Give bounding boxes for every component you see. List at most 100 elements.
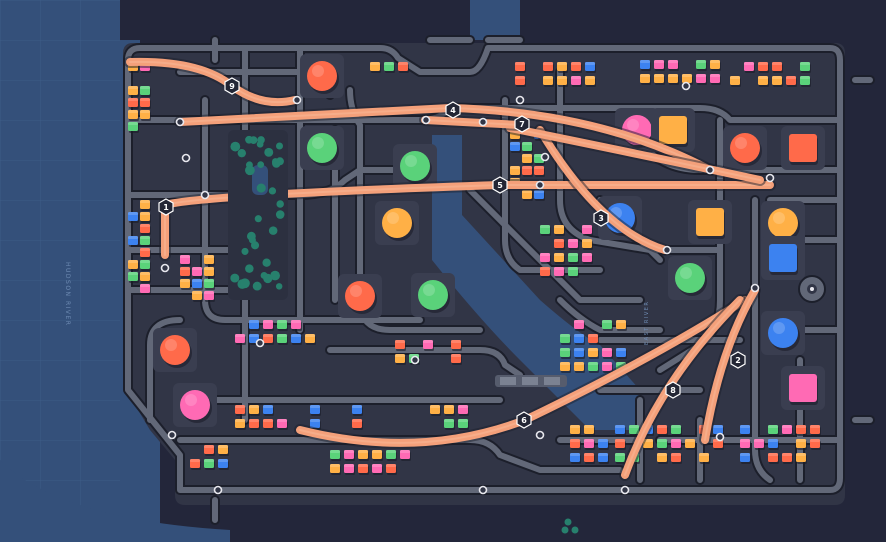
house (568, 239, 579, 250)
house (685, 439, 696, 450)
destination-square (688, 200, 732, 244)
house (204, 445, 215, 456)
house (574, 362, 585, 373)
house (263, 334, 274, 345)
house (344, 464, 355, 475)
house (140, 260, 151, 271)
house (554, 225, 565, 236)
roundabout-icon[interactable] (798, 275, 826, 303)
house (204, 279, 215, 290)
house (344, 450, 355, 461)
house (395, 340, 406, 351)
house (758, 62, 769, 73)
road-node (681, 81, 691, 91)
svg-text:3: 3 (598, 214, 604, 223)
house (710, 60, 721, 71)
house (796, 453, 807, 464)
house (140, 236, 151, 247)
house (204, 255, 215, 266)
road-node (255, 338, 265, 348)
house (568, 253, 579, 264)
house (570, 453, 581, 464)
house (235, 334, 246, 345)
house (249, 419, 260, 430)
house (395, 354, 406, 365)
road-node (750, 283, 760, 293)
house (277, 419, 288, 430)
house (372, 450, 383, 461)
motorway-marker-2: 2 (730, 351, 746, 369)
house (810, 439, 821, 450)
house (128, 272, 139, 283)
house (140, 200, 151, 211)
house (190, 459, 201, 470)
road-node (535, 430, 545, 440)
house (400, 450, 411, 461)
house (128, 236, 139, 247)
house (640, 60, 651, 71)
house (543, 62, 554, 73)
house (534, 166, 545, 177)
road-node (175, 117, 185, 127)
house (768, 425, 779, 436)
house (235, 419, 246, 430)
house (768, 439, 779, 450)
road-node (200, 190, 210, 200)
road-nodes (160, 81, 775, 495)
house (560, 362, 571, 373)
bridge (495, 375, 567, 387)
houses (128, 60, 821, 475)
house (582, 225, 593, 236)
house (740, 439, 751, 450)
house (740, 425, 751, 436)
destination-circle (300, 126, 344, 170)
house (358, 450, 369, 461)
city-river (432, 135, 640, 430)
house (128, 260, 139, 271)
house (570, 439, 581, 450)
house (588, 334, 599, 345)
house (352, 405, 363, 416)
motorway-marker-6: 6 (516, 411, 532, 429)
destinations (153, 54, 825, 427)
house (140, 212, 151, 223)
svg-text:6: 6 (521, 416, 527, 425)
house (560, 348, 571, 359)
park (228, 130, 579, 534)
house (574, 334, 585, 345)
house (386, 464, 397, 475)
house (128, 122, 139, 133)
house (588, 348, 599, 359)
motorway-marker-5: 5 (492, 176, 508, 194)
house (540, 267, 551, 278)
svg-text:8: 8 (670, 386, 676, 395)
house (352, 419, 363, 430)
house (384, 62, 395, 73)
house (768, 453, 779, 464)
road-node (715, 432, 725, 442)
house (615, 439, 626, 450)
road-node (213, 485, 223, 495)
house (510, 142, 521, 153)
road-node (478, 485, 488, 495)
house (310, 405, 321, 416)
house (696, 74, 707, 85)
house (710, 74, 721, 85)
house (782, 425, 793, 436)
destination-circle (393, 144, 437, 188)
house (180, 279, 191, 290)
house (370, 62, 381, 73)
house (615, 425, 626, 436)
hudson-river-label: HUDSON RIVER (64, 262, 71, 326)
house (540, 253, 551, 264)
house (772, 62, 783, 73)
house (128, 110, 139, 121)
motorway-marker-4: 4 (445, 101, 461, 119)
destination-circle (300, 54, 344, 98)
house (668, 74, 679, 85)
house (451, 354, 462, 365)
house (515, 76, 526, 87)
motorway-marker-3: 3 (593, 209, 609, 227)
